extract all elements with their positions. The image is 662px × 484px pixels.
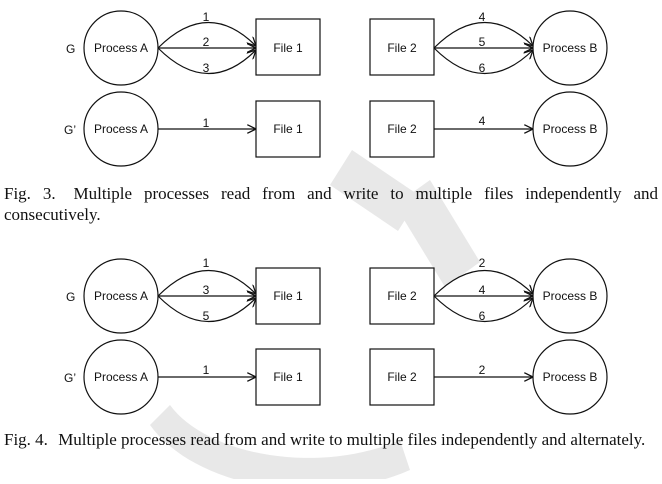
edge-arrow: [157, 47, 256, 75]
edge-arrow: [433, 21, 533, 49]
process-a-label: Process A: [94, 122, 148, 136]
process-a-label: Process A: [94, 370, 148, 384]
edge-label: 1: [203, 256, 210, 270]
process-b-label: Process B: [543, 122, 598, 136]
figure-4-caption-text: Multiple processes read from and write t…: [58, 430, 646, 449]
edge-label: 5: [203, 309, 210, 323]
edge-label: 2: [479, 363, 486, 377]
process-b-label: Process B: [543, 41, 598, 55]
edge-label: 3: [203, 61, 210, 75]
file-1-node: [255, 18, 321, 76]
watermark: [150, 150, 480, 484]
edge-label: 4: [479, 283, 486, 297]
fig3-graph-g: G Process A File 1 1 2 3 File 2 Process …: [66, 10, 608, 86]
figure-3-caption-text: Multiple processes read from and write t…: [4, 184, 658, 224]
watermark-stroke: [395, 180, 480, 287]
edge-arrow: [433, 47, 533, 75]
figure-4-caption: Fig. 4. Multiple processes read from and…: [4, 429, 658, 450]
figure-3-label: Fig. 3.: [4, 184, 56, 203]
figure-3-caption: Fig. 3. Multiple processes read from and…: [4, 183, 658, 225]
process-b-label: Process B: [543, 289, 598, 303]
edge-label: 6: [479, 309, 486, 323]
edge-arrow: [157, 269, 256, 297]
edge-arrow: [433, 269, 533, 297]
figure-4-label: Fig. 4.: [4, 430, 48, 449]
fig4-graph-g-prime: G’ Process A File 1 1 File 2 Process B 2: [64, 339, 608, 415]
edge-label: 4: [479, 10, 486, 24]
edge-label: 4: [479, 114, 486, 128]
file-1-node: [255, 267, 321, 325]
graph-label: G’: [64, 371, 76, 385]
edge-label: 1: [203, 116, 210, 130]
graph-label: G: [66, 42, 75, 56]
edge-label: 2: [479, 256, 486, 270]
process-a-label: Process A: [94, 289, 148, 303]
edge-arrow: [433, 295, 533, 323]
fig4-graph-g: G Process A File 1 1 3 5 File 2 Process …: [66, 256, 608, 334]
fig3-graph-g-prime: G’ Process A File 1 1 File 2 Process B 4: [64, 91, 608, 167]
file-2-label: File 2: [387, 289, 417, 303]
watermark-arc: [150, 405, 410, 484]
edge-label: 1: [203, 363, 210, 377]
file-1-node: [255, 348, 321, 406]
file-1-label: File 1: [273, 122, 303, 136]
edge-label: 1: [203, 10, 210, 24]
edge-label: 2: [203, 35, 210, 49]
file-1-label: File 1: [273, 41, 303, 55]
file-1-label: File 1: [273, 289, 303, 303]
edge-label: 6: [479, 61, 486, 75]
graph-label: G: [66, 290, 75, 304]
process-b-label: Process B: [543, 370, 598, 384]
file-2-node: [369, 18, 435, 76]
file-1-label: File 1: [273, 370, 303, 384]
graph-label: G’: [64, 123, 76, 137]
edge-arrow: [157, 21, 256, 49]
process-a-label: Process A: [94, 41, 148, 55]
edge-label: 5: [479, 35, 486, 49]
watermark-stroke: [330, 150, 420, 231]
edge-label: 3: [203, 283, 210, 297]
file-1-node: [255, 100, 321, 158]
file-2-label: File 2: [387, 41, 417, 55]
file-2-label: File 2: [387, 122, 417, 136]
file-2-label: File 2: [387, 370, 417, 384]
file-2-node: [369, 100, 435, 158]
edge-arrow: [157, 295, 256, 323]
file-2-node: [369, 267, 435, 325]
